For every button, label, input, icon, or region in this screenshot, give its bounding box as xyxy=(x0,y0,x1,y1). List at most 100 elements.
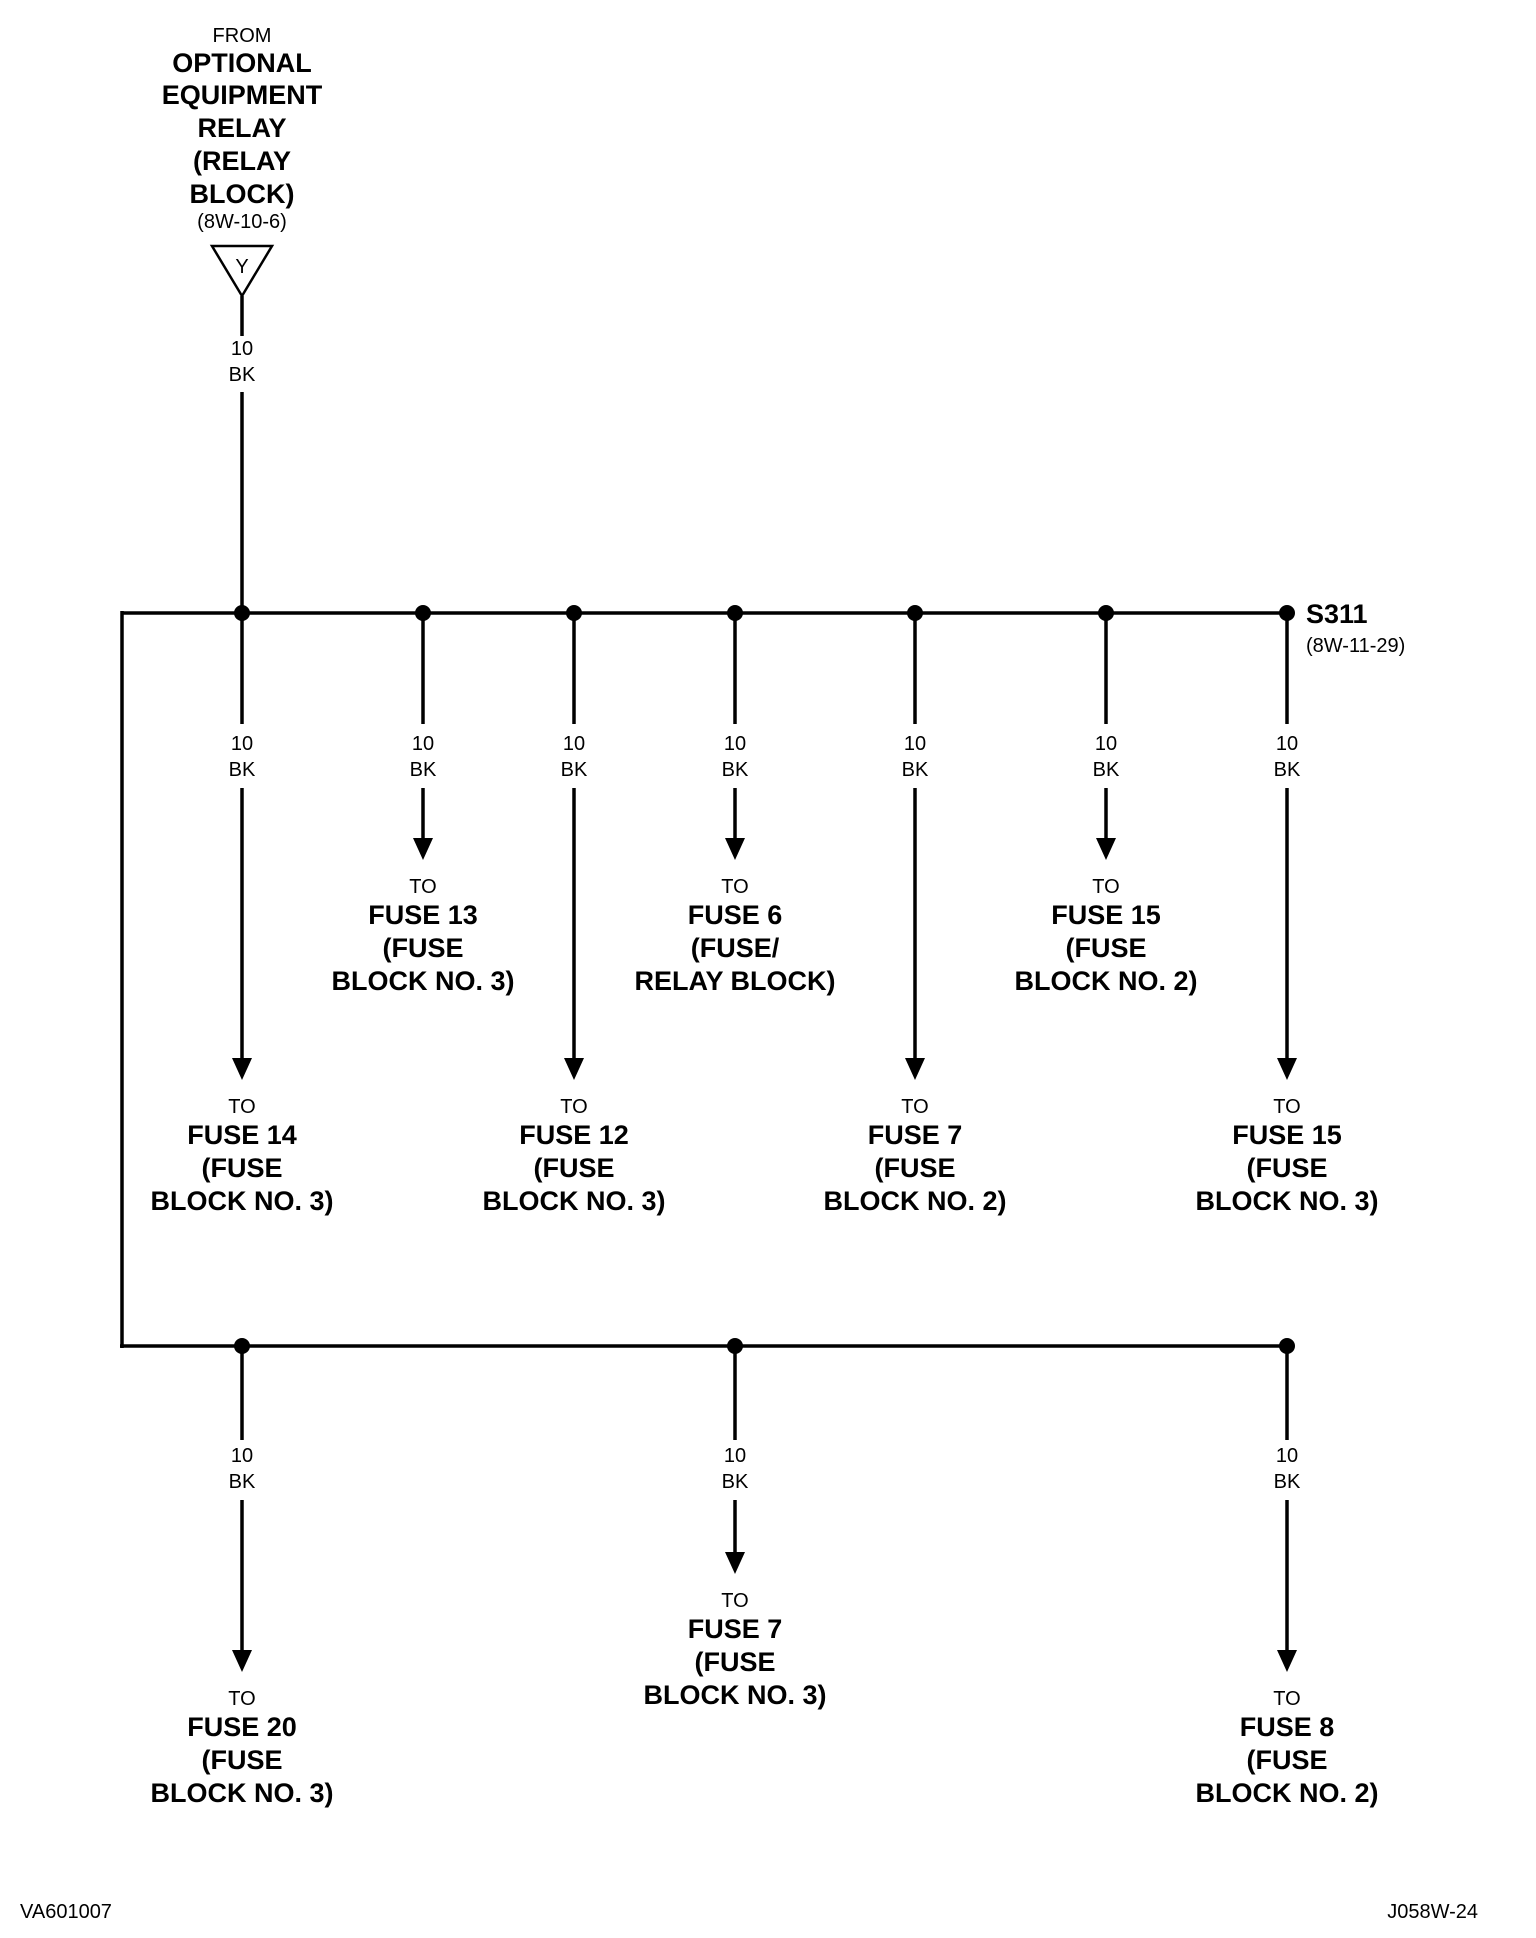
branch-to-label: TO xyxy=(721,876,748,898)
branch-fuse-12: 10 BK TO FUSE 12 (FUSE BLOCK NO. 3) xyxy=(482,605,666,1216)
splice-dot xyxy=(907,605,923,621)
branch-block-label: BLOCK NO. 2) xyxy=(1014,966,1197,996)
branch-block-label: (FUSE xyxy=(534,1153,615,1183)
branch-block-label: (FUSE xyxy=(202,1745,283,1775)
branch-to-label: TO xyxy=(1092,876,1119,898)
branch-wire-color: BK xyxy=(229,1471,256,1493)
branch-wire-color: BK xyxy=(410,759,437,781)
branch-wire-color: BK xyxy=(902,759,929,781)
splice-dot xyxy=(1098,605,1114,621)
source-title-line: (RELAY xyxy=(193,146,291,176)
branch-fuse-7-block-3: 10 BK TO FUSE 7 (FUSE BLOCK NO. 3) xyxy=(643,1338,827,1710)
source-title-line: BLOCK) xyxy=(190,179,295,209)
connector-triangle-icon xyxy=(209,244,275,299)
branch-block-label: RELAY BLOCK) xyxy=(634,966,835,996)
branch-fuse-label: FUSE 12 xyxy=(519,1120,629,1150)
branch-wire-gauge: 10 xyxy=(1095,733,1117,755)
splice-dot xyxy=(727,1338,743,1354)
branch-wire-color: BK xyxy=(229,759,256,781)
splice-ref: (8W-11-29) xyxy=(1306,635,1405,657)
branch-wire-gauge: 10 xyxy=(724,733,746,755)
bus-wires xyxy=(120,611,1287,1348)
splice-dot xyxy=(234,1338,250,1354)
arrow-down-icon xyxy=(905,1058,925,1080)
branch-wire-color: BK xyxy=(561,759,588,781)
branch-block-label: (FUSE xyxy=(875,1153,956,1183)
branch-fuse-label: FUSE 15 xyxy=(1051,900,1161,930)
splice-dot xyxy=(727,605,743,621)
branch-block-label: BLOCK NO. 3) xyxy=(1195,1186,1378,1216)
splice-dot xyxy=(234,605,250,621)
branch-to-label: TO xyxy=(228,1688,255,1710)
connector-letter: Y xyxy=(235,256,248,278)
branch-wire-gauge: 10 xyxy=(1276,733,1298,755)
branch-wire-gauge: 10 xyxy=(231,1445,253,1467)
arrow-down-icon xyxy=(1277,1650,1297,1672)
branch-fuse-label: FUSE 7 xyxy=(688,1614,783,1644)
branch-fuse-13: 10 BK TO FUSE 13 (FUSE BLOCK NO. 3) xyxy=(331,605,515,996)
branch-wire-gauge: 10 xyxy=(563,733,585,755)
branch-block-label: (FUSE xyxy=(695,1647,776,1677)
branch-wire-color: BK xyxy=(1274,1471,1301,1493)
branch-wire-gauge: 10 xyxy=(1276,1445,1298,1467)
branch-fuse-14: 10 BK TO FUSE 14 (FUSE BLOCK NO. 3) xyxy=(150,605,334,1216)
arrow-down-icon xyxy=(413,838,433,860)
branch-fuse-label: FUSE 8 xyxy=(1240,1712,1335,1742)
splice-name: S311 xyxy=(1306,599,1368,629)
branch-block-label: (FUSE/ xyxy=(691,933,780,963)
branch-wire-gauge: 10 xyxy=(724,1445,746,1467)
branch-fuse-8: 10 BK TO FUSE 8 (FUSE BLOCK NO. 2) xyxy=(1195,1338,1379,1808)
branch-fuse-label: FUSE 13 xyxy=(368,900,478,930)
source-title-line: OPTIONAL xyxy=(172,48,312,78)
branch-block-label: BLOCK NO. 3) xyxy=(482,1186,665,1216)
branch-fuse-label: FUSE 6 xyxy=(688,900,783,930)
branch-block-label: (FUSE xyxy=(1066,933,1147,963)
branch-to-label: TO xyxy=(228,1096,255,1118)
branch-to-label: TO xyxy=(1273,1688,1300,1710)
branch-block-label: BLOCK NO. 2) xyxy=(1195,1778,1378,1808)
branch-block-label: (FUSE xyxy=(1247,1153,1328,1183)
splice-label: S311 (8W-11-29) xyxy=(1306,599,1405,657)
branch-block-label: BLOCK NO. 3) xyxy=(643,1680,826,1710)
branch-to-label: TO xyxy=(721,1590,748,1612)
arrow-down-icon xyxy=(725,838,745,860)
arrow-down-icon xyxy=(725,1552,745,1574)
source-from-label: FROM xyxy=(213,25,272,47)
source-wire-gauge: 10 xyxy=(231,338,253,360)
branch-fuse-7-block-2: 10 BK TO FUSE 7 (FUSE BLOCK NO. 2) xyxy=(823,605,1007,1216)
arrow-down-icon xyxy=(232,1650,252,1672)
branch-fuse-label: FUSE 15 xyxy=(1232,1120,1342,1150)
branch-wire-gauge: 10 xyxy=(904,733,926,755)
branch-block-label: BLOCK NO. 2) xyxy=(823,1186,1006,1216)
arrow-down-icon xyxy=(1277,1058,1297,1080)
branch-fuse-20: 10 BK TO FUSE 20 (FUSE BLOCK NO. 3) xyxy=(150,1338,334,1808)
branch-fuse-label: FUSE 20 xyxy=(187,1712,297,1742)
branch-wire-color: BK xyxy=(1093,759,1120,781)
branch-block-label: (FUSE xyxy=(383,933,464,963)
splice-dot xyxy=(415,605,431,621)
branch-wire-gauge: 10 xyxy=(231,733,253,755)
splice-dot xyxy=(566,605,582,621)
source-title-line: EQUIPMENT xyxy=(162,80,323,110)
branch-fuse-label: FUSE 7 xyxy=(868,1120,963,1150)
branch-wire-color: BK xyxy=(722,1471,749,1493)
branch-block-label: (FUSE xyxy=(1247,1745,1328,1775)
branch-fuse-label: FUSE 14 xyxy=(187,1120,297,1150)
arrow-down-icon xyxy=(564,1058,584,1080)
branch-to-label: TO xyxy=(409,876,436,898)
splice-dot xyxy=(1279,605,1295,621)
arrow-down-icon xyxy=(1096,838,1116,860)
branch-block-label: BLOCK NO. 3) xyxy=(150,1778,333,1808)
branch-block-label: (FUSE xyxy=(202,1153,283,1183)
footer-right-code: J058W-24 xyxy=(1387,1901,1478,1923)
branch-fuse-15-block-3: 10 BK TO FUSE 15 (FUSE BLOCK NO. 3) xyxy=(1195,605,1379,1216)
footer-left-code: VA601007 xyxy=(20,1901,112,1923)
branch-block-label: BLOCK NO. 3) xyxy=(331,966,514,996)
source-ref: (8W-10-6) xyxy=(197,211,287,233)
branch-fuse-6: 10 BK TO FUSE 6 (FUSE/ RELAY BLOCK) xyxy=(634,605,836,996)
branch-block-label: BLOCK NO. 3) xyxy=(150,1186,333,1216)
source-block: FROM OPTIONAL EQUIPMENT RELAY (RELAY BLO… xyxy=(162,25,323,613)
arrow-down-icon xyxy=(232,1058,252,1080)
branch-to-label: TO xyxy=(1273,1096,1300,1118)
